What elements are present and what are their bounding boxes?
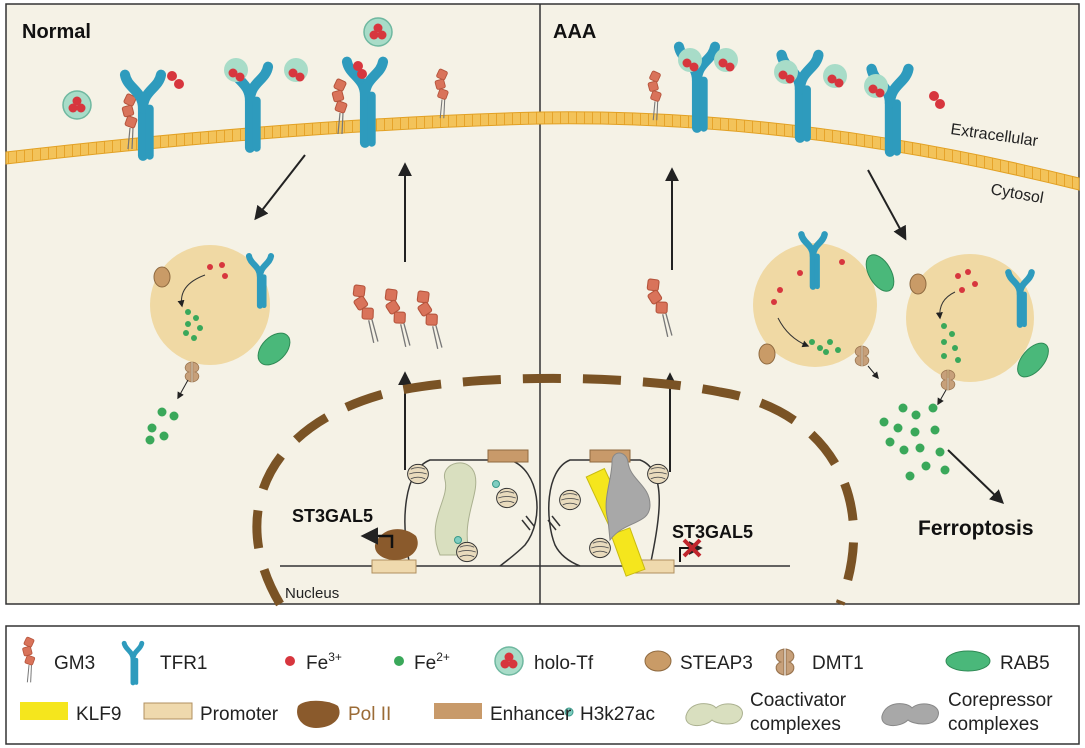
legend-gm3-label: GM3 [54,653,95,674]
coactivator-icon [685,703,743,726]
rab5-icon [257,332,291,366]
aaa-chromatin-loop [540,449,790,577]
pol2-icon [297,700,340,728]
legend-holo-tf-label: holo-Tf [534,653,594,674]
aaa-panel-title: AAA [553,21,596,43]
normal-endosome [150,245,291,400]
holo-tf-icon [363,17,393,47]
legend-box [5,625,1080,745]
legend-promoter-label: Promoter [200,704,279,725]
nucleus-label: Nucleus [285,585,339,602]
normal-surface-receptors [62,17,450,156]
nucleosome-icon [456,541,478,563]
promoter-icon [371,559,417,574]
rab5-icon [945,650,991,672]
corepressor-icon [881,703,939,726]
enhancer-icon [487,449,529,463]
normal-panel-title: Normal [22,21,91,43]
st3gal5-gene-label-aaa: ST3GAL5 [672,522,753,542]
aaa-endosome-2 [906,254,1049,406]
steap3-icon [153,266,171,288]
nucleosome-icon [589,537,611,559]
enhancer-icon [434,703,482,719]
h3k27ac-icon [492,480,500,488]
h3k27ac-icon [564,707,574,717]
nucleosome-icon [407,463,429,485]
legend-pol2-label: Pol II [348,704,391,725]
normal-chromatin-loop [280,449,540,574]
ferroptosis-arrow [947,449,1005,504]
legend-fe3-label: Fe3+ [306,650,342,674]
klf9-icon [610,527,646,577]
legend-fe2-label: Fe2+ [414,650,450,674]
aaa-endosome-1 [753,234,895,380]
legend-dmt1-label: DMT1 [812,653,864,674]
legend-rab5-label: RAB5 [1000,653,1050,674]
legend-klf9-label: KLF9 [76,704,121,725]
legend-tfr1-label: TFR1 [160,653,208,674]
aaa-surface-receptors [647,47,945,152]
st3gal5-gene-label-normal: ST3GAL5 [292,506,373,526]
blocked-transcription-icon [682,538,702,558]
ferroptosis-label: Ferroptosis [918,517,1034,540]
nucleosome-icon [559,489,581,511]
cytosolic-fe2-pool [879,403,950,481]
nucleosome-icon [496,487,518,509]
cytosolic-fe2-pool [145,407,179,445]
promoter-icon [143,702,193,720]
legend-corepressor-label-line2: complexes [948,714,1039,735]
legend-enhancer-label: Enhancer [490,704,572,725]
holo-tf-icon [494,646,524,676]
red-dot-icon [285,656,295,666]
coactivator-icon [434,462,477,556]
legend-h3k27ac-label: H3k27ac [580,704,655,725]
legend-coactivator-label-line2: complexes [750,714,841,735]
nuclear-envelope [252,373,859,607]
legend-coactivator-label-line1: Coactivator [750,690,847,711]
nucleosome-icon [647,463,669,485]
steap3-icon [909,273,927,295]
klf9-icon [20,702,68,720]
steap3-icon [644,650,672,672]
rab5-icon [865,254,895,292]
endocytosis-arrow [254,154,306,221]
rab5-icon [1017,342,1049,378]
legend-corepressor-label-line1: Corepressor [948,690,1053,711]
endocytosis-arrow [867,169,907,241]
holo-tf-icon [62,90,92,120]
steap3-icon [758,343,776,365]
legend-steap3-label: STEAP3 [680,653,753,674]
h3k27ac-icon [454,536,462,544]
green-dot-icon [394,656,404,666]
corepressor-icon [605,452,651,542]
